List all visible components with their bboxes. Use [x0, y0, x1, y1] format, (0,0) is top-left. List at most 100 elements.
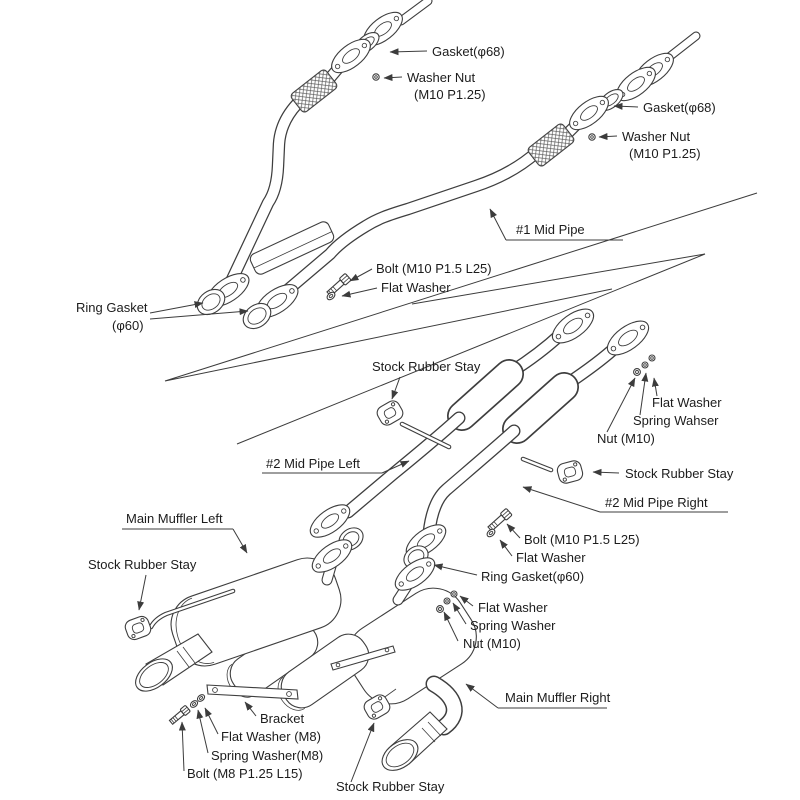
leader-main-muffler-right — [465, 683, 499, 709]
label-spring-wahser-right: Spring Wahser — [633, 413, 719, 428]
label-washer-nut-top-2: (M10 P1.25) — [414, 87, 486, 102]
rubber-stay-part-bottom — [363, 694, 391, 720]
label-main-muffler-right: Main Muffler Right — [505, 690, 611, 705]
bolt-part-m8 — [168, 705, 191, 726]
label-flat-washer-top: Flat Washer — [381, 280, 451, 295]
leader-bolt-m10-mid — [506, 523, 521, 539]
label-spring-washer-m8: Spring Washer(M8) — [211, 748, 323, 763]
label-stock-rubber-stay-bottom: Stock Rubber Stay — [336, 779, 445, 794]
flange — [606, 320, 650, 356]
flange — [551, 308, 595, 344]
label-ring-gasket-mid: Ring Gasket(φ60) — [481, 569, 584, 584]
leader-stay-right — [592, 468, 620, 476]
leader-spring-washer-m8 — [196, 709, 209, 754]
leader-spring-wahser-right — [639, 372, 649, 416]
washer-nut-part-left — [372, 73, 380, 81]
label-nut-m10-right: Nut (M10) — [597, 431, 655, 446]
muffler-right-tip-opening — [381, 739, 419, 771]
leader-nut-m10-right — [606, 377, 636, 433]
leader-flat-washer-low — [459, 595, 474, 607]
bolt-part — [487, 508, 513, 532]
label-bolt-m8: Bolt (M8 P1.25 L15) — [187, 766, 303, 781]
label-bracket: Bracket — [260, 711, 304, 726]
flat-washer-part — [326, 291, 336, 301]
label-spring-washer-low: Spring Washer — [470, 618, 556, 633]
label-stock-rubber-stay-mid: Stock Rubber Stay — [372, 359, 481, 374]
flange — [331, 38, 371, 74]
mid-pipe-2-left-assembly — [341, 308, 595, 519]
main-muffler-left-assembly — [124, 557, 342, 692]
leader-bolt-m10-top — [349, 268, 373, 282]
nut-part — [633, 368, 641, 376]
leader-main-muffler-left — [232, 528, 248, 554]
ring-gasket-60-part — [242, 302, 272, 330]
leader-spring-washer-low — [452, 602, 467, 625]
label-bolt-m10-top: Bolt (M10 P1.5 L25) — [376, 261, 492, 276]
label-stock-rubber-stay-right: Stock Rubber Stay — [625, 466, 734, 481]
leader-mid-pipe-2-right — [522, 486, 601, 513]
leader-washer-nut-right — [598, 133, 618, 141]
leader-bolt-m8 — [178, 721, 186, 772]
muffler-left-body — [170, 557, 342, 667]
spring-washer-part — [641, 361, 649, 369]
label-gasket-68-top: Gasket(φ68) — [432, 44, 505, 59]
label-washer-nut-right-2: (M10 P1.25) — [629, 146, 701, 161]
label-ring-gasket-2: (φ60) — [112, 318, 144, 333]
label-washer-nut-top-1: Washer Nut — [407, 70, 476, 85]
spring-washer-part — [443, 597, 451, 605]
muffler-left-tip-opening — [135, 658, 173, 692]
rubber-stay-part-right — [556, 460, 584, 484]
leader-lines — [122, 48, 728, 783]
label-mid-pipe-1: #1 Mid Pipe — [516, 222, 585, 237]
leader-flat-washer-m8 — [204, 707, 219, 735]
leader-washer-nut-top — [383, 74, 403, 82]
leader-ring-gasket-mid — [433, 563, 478, 576]
washer-nut-part-right — [588, 133, 596, 141]
rubber-stay-part-left — [124, 615, 152, 641]
leader-ring-gasket-a — [149, 301, 204, 314]
leader-gasket-68-top — [389, 48, 428, 56]
bracket-part — [206, 684, 299, 700]
leader-stay-mid — [391, 376, 401, 400]
leader-nut-m10-low — [443, 611, 459, 642]
flex-braid-left — [290, 69, 338, 113]
flange — [569, 95, 609, 131]
flat-washer-part-m8 — [196, 694, 206, 702]
leader-stay-left — [137, 574, 147, 611]
leader-mid-pipe-1 — [489, 208, 507, 241]
leader-mid-pipe-2-left — [381, 460, 410, 474]
label-stock-rubber-stay-left: Stock Rubber Stay — [88, 557, 197, 572]
flange — [309, 504, 351, 538]
assembly-direction-chevrons — [164, 192, 758, 445]
nut-part — [436, 605, 444, 613]
label-bolt-m10-mid: Bolt (M10 P1.5 L25) — [524, 532, 640, 547]
label-gasket-68-right: Gasket(φ68) — [643, 100, 716, 115]
flex-braid-right — [527, 123, 575, 167]
label-mid-pipe-2-right: #2 Mid Pipe Right — [605, 495, 708, 510]
mid-pipe-2-right-assembly — [422, 320, 650, 540]
label-ring-gasket-1: Ring Gasket — [76, 300, 148, 315]
leader-bracket — [244, 701, 257, 717]
flange — [311, 539, 353, 573]
flat-washer-part — [486, 528, 496, 538]
mid-pipe-1-assembly — [196, 0, 701, 330]
flange — [394, 557, 436, 591]
label-flat-washer-low: Flat Washer — [478, 600, 548, 615]
leader-stay-bottom — [350, 722, 375, 783]
label-flat-washer-m8: Flat Washer (M8) — [221, 729, 321, 744]
leader-ring-gasket-b — [149, 308, 249, 320]
labels: Gasket(φ68) Washer Nut (M10 P1.25) Gaske… — [76, 44, 734, 794]
rubber-stay-part-mid — [376, 400, 404, 426]
spring-washer-part-m8 — [189, 700, 199, 708]
ring-gasket-60-part — [196, 288, 226, 316]
flat-washer-part — [450, 590, 458, 598]
label-main-muffler-left: Main Muffler Left — [126, 511, 223, 526]
leader-flat-washer-mid — [499, 539, 513, 557]
label-nut-m10-low: Nut (M10) — [463, 636, 521, 651]
crossover-brace — [249, 221, 335, 275]
flat-washer-part — [648, 354, 656, 362]
flange — [616, 66, 656, 102]
joint-flanges — [309, 504, 447, 591]
label-flat-washer-right: Flat Washer — [652, 395, 722, 410]
